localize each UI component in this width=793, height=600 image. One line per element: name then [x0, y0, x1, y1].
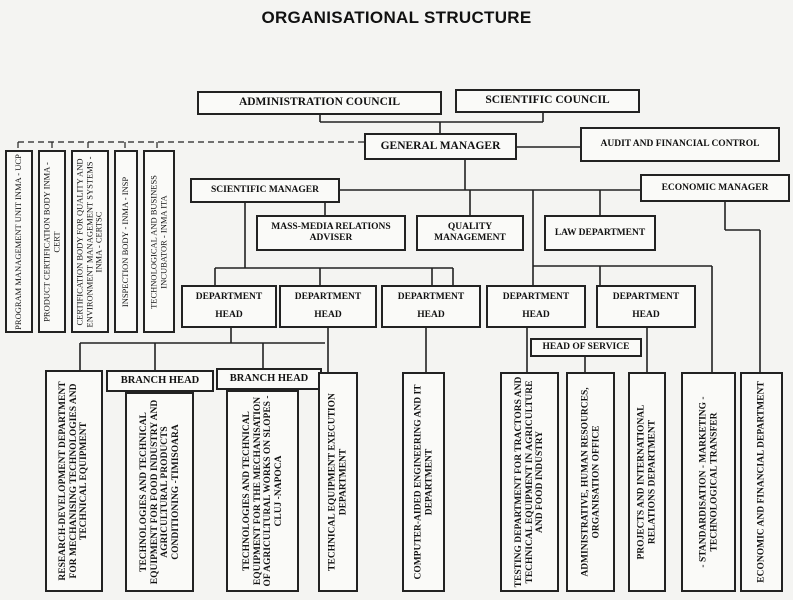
dept-computer-aided-engineering: COMPUTER-AIDED ENGINEERING AND IT DEPART… [402, 372, 445, 592]
dept-projects-international: PROJECTS AND INTERNATIONAL RELATIONS DEP… [628, 372, 666, 592]
dept-testing: TESTING DEPARTMENT FOR TRACTORS AND TECH… [500, 372, 559, 592]
scientific-manager-box: SCIENTIFIC MANAGER [190, 178, 340, 203]
dept-timisoara: TECHNOLOGIES AND TECHNICAL EQUIPMENT FOR… [125, 392, 194, 592]
mass-media-box: MASS-MEDIA RELATIONS ADVISER [256, 215, 406, 251]
quality-management-box: QUALITY MANAGEMENT [416, 215, 524, 251]
general-manager-box: GENERAL MANAGER [364, 133, 517, 160]
unit-program-management: PROGRAM MANAGEMENT UNIT INMA - UCP [5, 150, 33, 333]
dept-standardisation-marketing: - STANDARDISATION - MARKETING - TECHNOLO… [681, 372, 736, 592]
dept-cluj-napoca: TECHNOLOGIES AND TECHNICAL EQUIPMENT FOR… [226, 390, 299, 592]
law-department-box: LAW DEPARTMENT [544, 215, 656, 251]
economic-manager-box: ECONOMIC MANAGER [640, 174, 790, 202]
unit-business-incubator: TECHNOLOGICAL AND BUSINESS INCUBATOR - I… [143, 150, 175, 333]
audit-control-box: AUDIT AND FINANCIAL CONTROL [580, 127, 780, 162]
unit-certification-qms: CERTIFICATION BODY FOR QUALITY AND ENVIR… [71, 150, 109, 333]
dept-administrative-hr: ADMINISTRATIVE, HUMAN RESOURCES, ORGANIS… [566, 372, 615, 592]
dept-technical-equipment-execution: TECHNICAL EQUIPMENT EXECUTION DEPARTMENT [318, 372, 358, 592]
scientific-council-box: SCIENTIFIC COUNCIL [455, 89, 640, 113]
branch-head-cluj: BRANCH HEAD [216, 368, 322, 390]
administration-council-box: ADMINISTRATION COUNCIL [197, 91, 442, 115]
unit-product-certification: PRODUCT CERTIFICATION BODY INMA - CERT [38, 150, 66, 333]
dept-economic-financial: ECONOMIC AND FINANCIAL DEPARTMENT [740, 372, 783, 592]
unit-inspection-body: INSPECTION BODY - INMA - INSP [114, 150, 138, 333]
branch-head-timisoara: BRANCH HEAD [106, 370, 214, 392]
page-title: ORGANISATIONAL STRUCTURE [261, 8, 532, 27]
dept-research-development: RESEARCH-DEVELOPMENT DEPARTMENT FOR MECH… [45, 370, 103, 592]
head-of-service-box: HEAD OF SERVICE [530, 338, 642, 357]
